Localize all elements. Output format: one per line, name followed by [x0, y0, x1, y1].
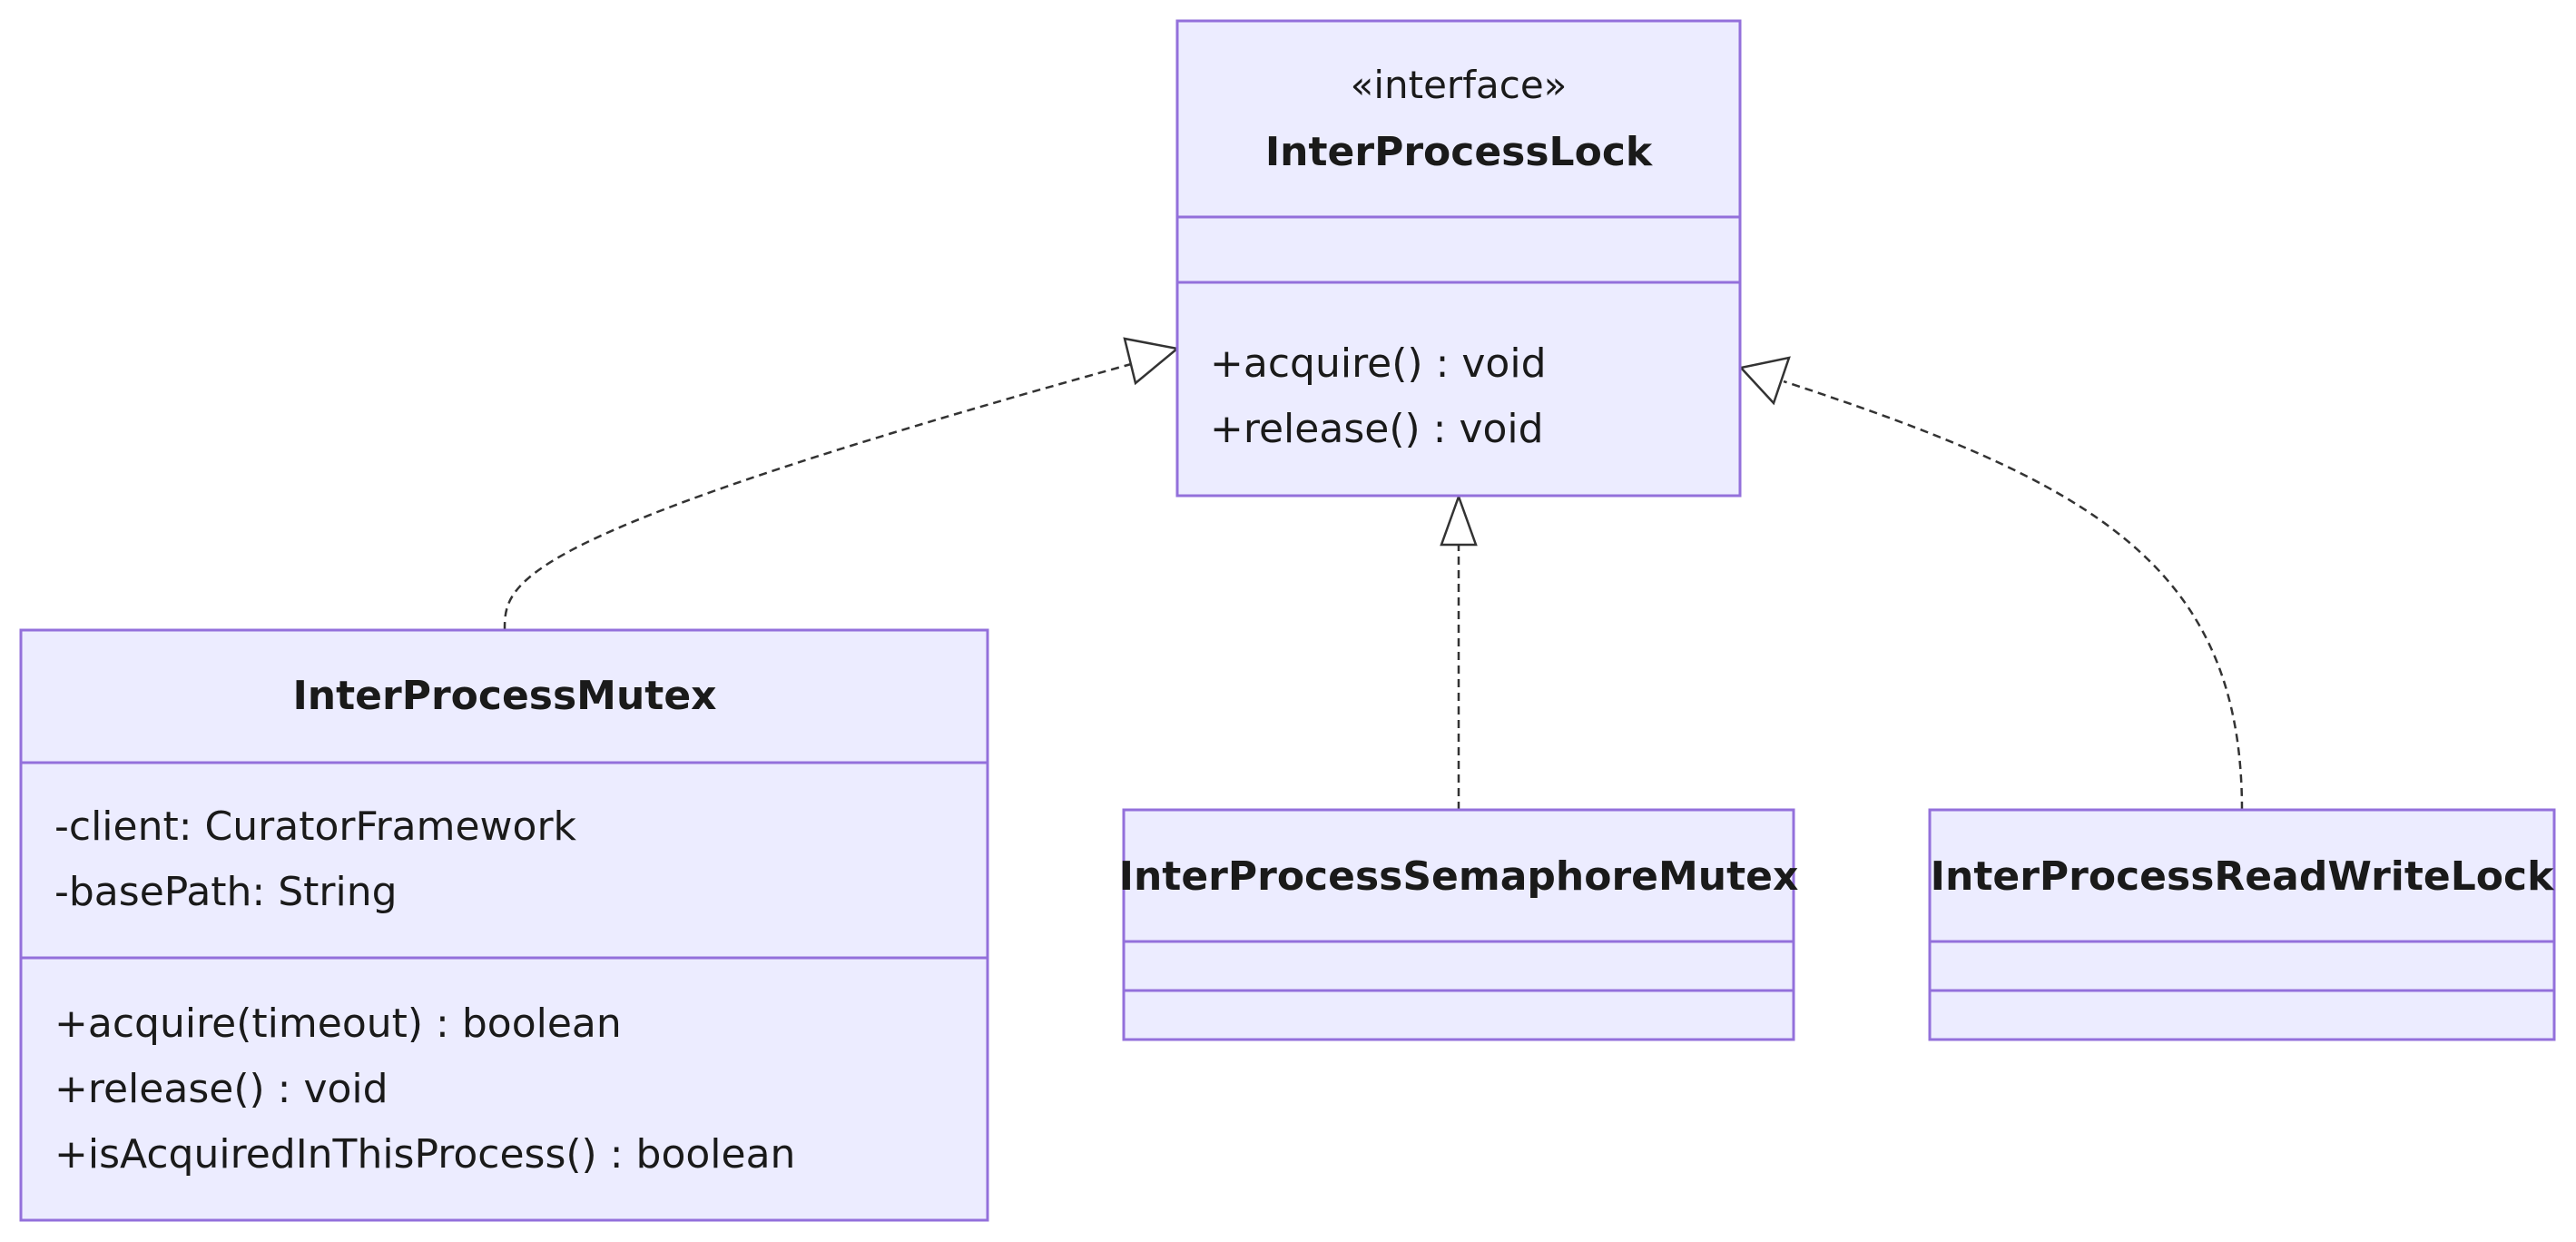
class-name: InterProcessSemaphoreMutex: [1119, 853, 1799, 900]
class-interprocesslock: «interface» InterProcessLock +acquire() …: [1175, 19, 1742, 498]
class-interprocessreadwritelock: InterProcessReadWriteLock: [1928, 808, 2556, 1041]
class-name: InterProcessReadWriteLock: [1931, 853, 2555, 900]
realization-arrowhead-readwrite: [1738, 356, 1791, 406]
class-box: [1122, 808, 1795, 1041]
method: +acquire() : void: [1210, 340, 1547, 387]
method: +release() : void: [54, 1066, 388, 1112]
class-name: InterProcessLock: [1265, 129, 1654, 175]
realization-arrowhead-semaphore: [1440, 493, 1478, 547]
edge-mutex-to-lock: [503, 357, 1152, 631]
method: +release() : void: [1210, 406, 1544, 452]
method: +isAcquiredInThisProcess() : boolean: [54, 1131, 795, 1178]
realization-arrowhead-mutex: [1123, 337, 1180, 386]
attribute: -client: CuratorFramework: [54, 803, 577, 850]
edge-readwrite-to-lock: [1783, 380, 2244, 811]
class-box: [1175, 19, 1742, 498]
class-box: [1928, 808, 2556, 1041]
class-name: InterProcessMutex: [292, 673, 716, 719]
method: +acquire(timeout) : boolean: [54, 1000, 622, 1047]
attribute: -basePath: String: [54, 869, 398, 915]
class-interprocesssemaphoremutex: InterProcessSemaphoreMutex: [1119, 808, 1799, 1041]
class-interprocessmutex: InterProcessMutex -client: CuratorFramew…: [19, 628, 989, 1222]
class-box: [19, 628, 989, 1222]
relations: [503, 337, 2244, 811]
stereotype-label: «interface»: [1351, 63, 1568, 107]
